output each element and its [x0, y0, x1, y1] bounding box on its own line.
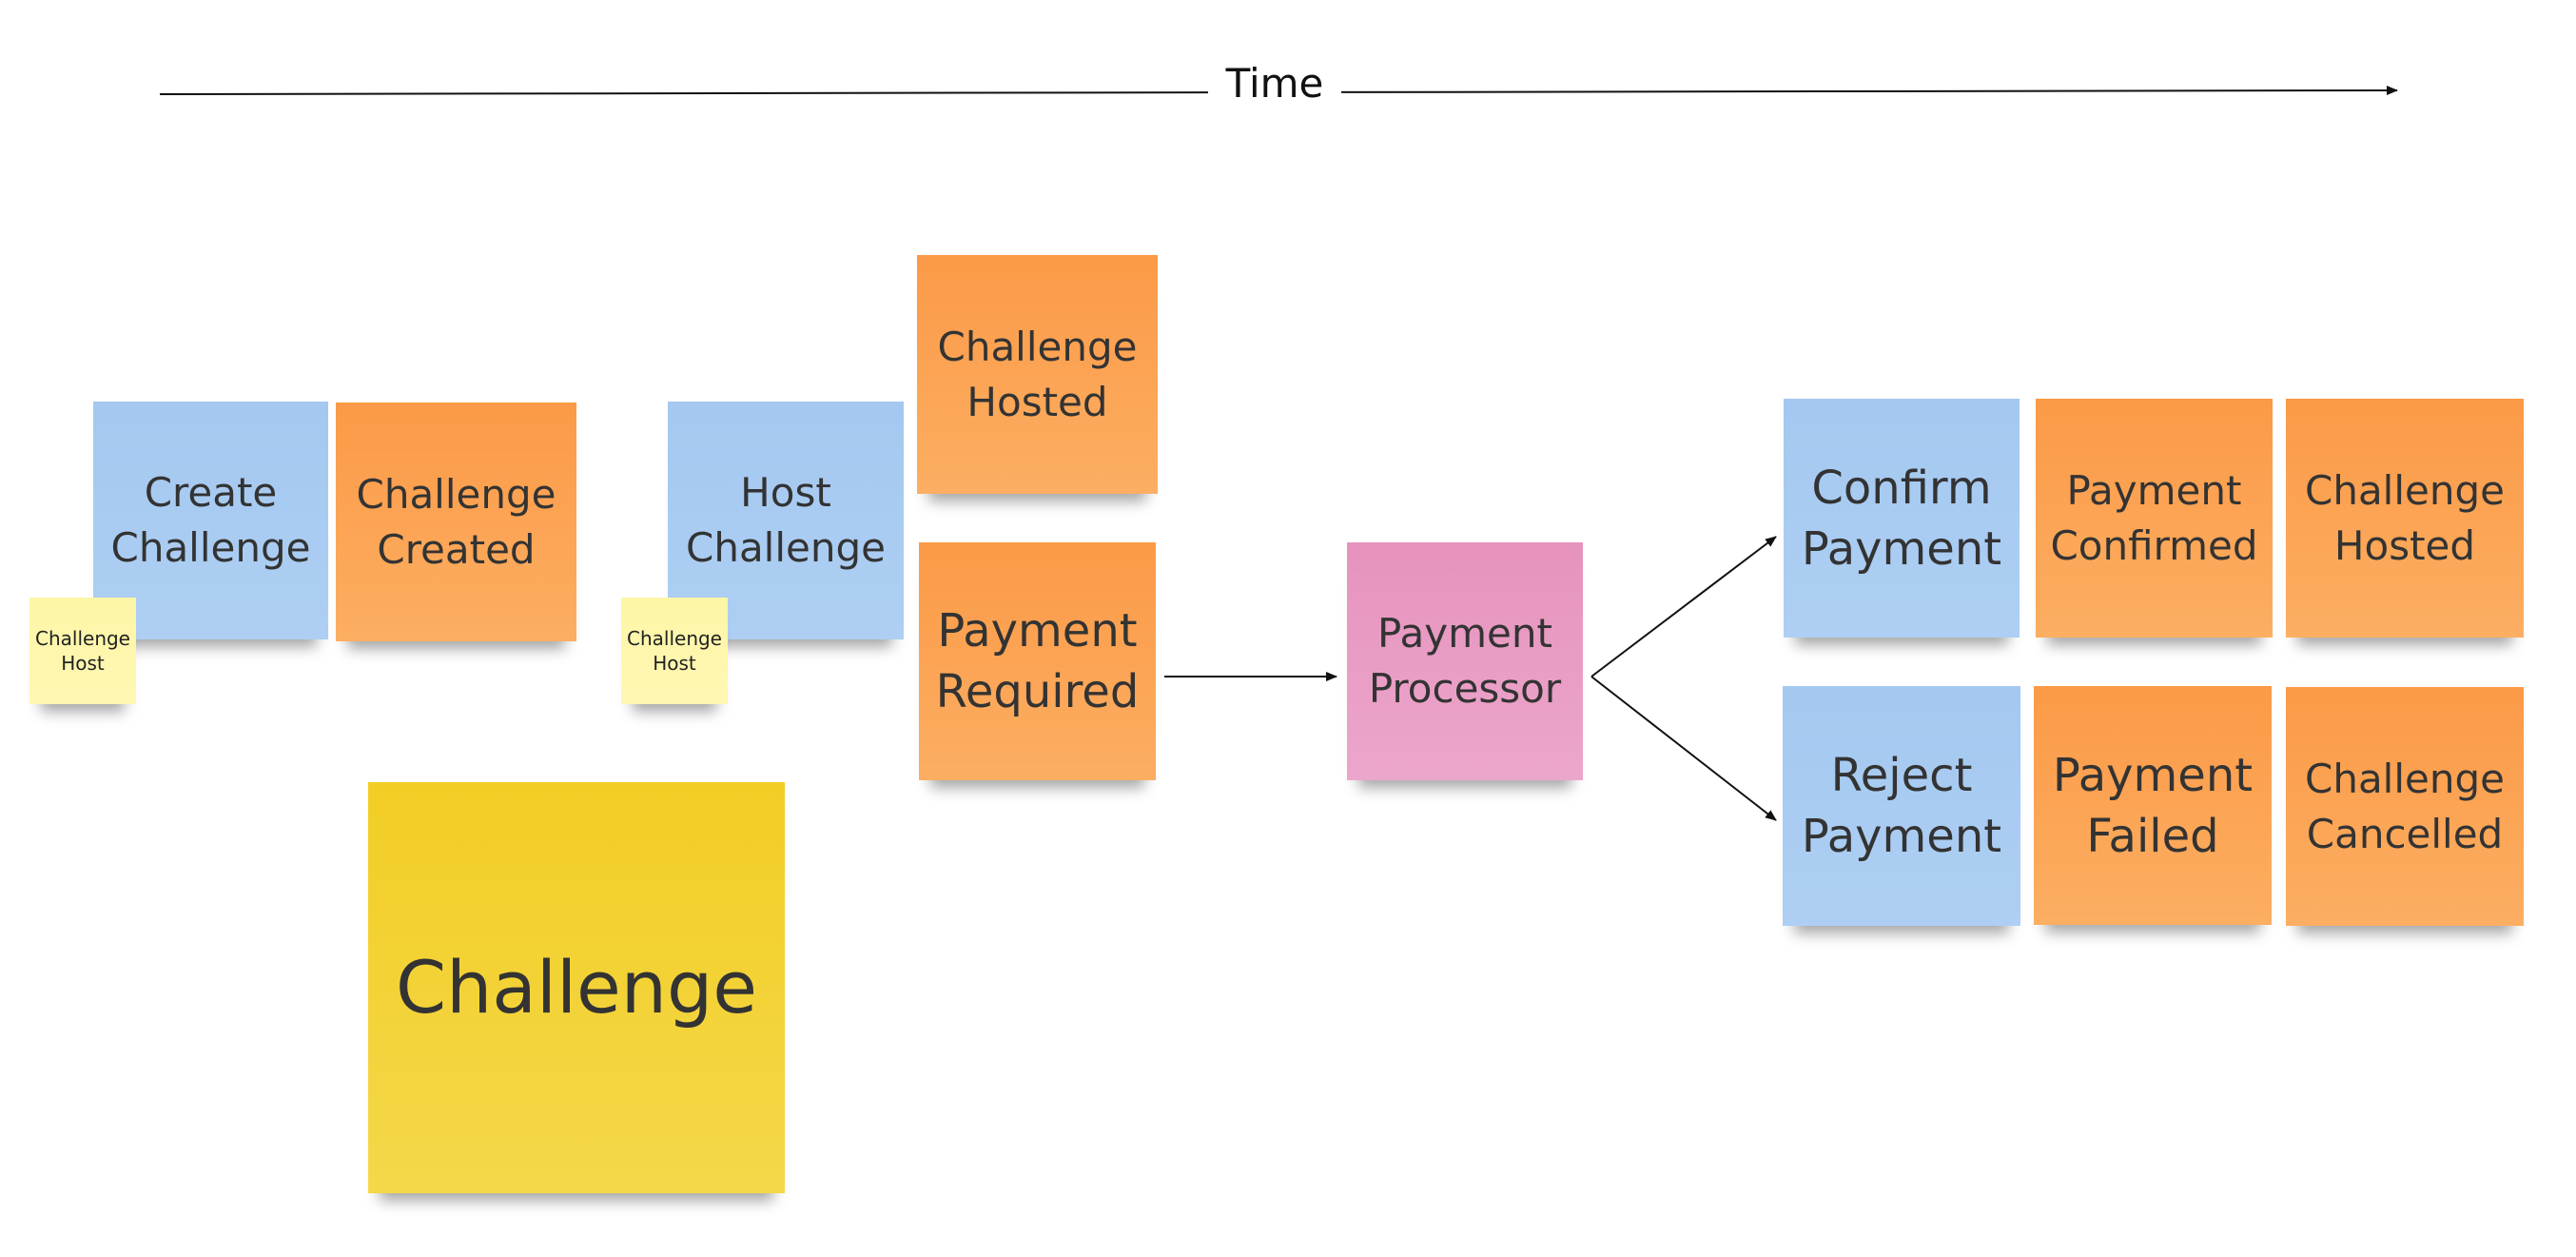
note-text: Challenge Hosted — [2305, 466, 2505, 569]
command-note-create-challenge[interactable]: Create Challenge — [93, 402, 328, 639]
note-text: Challenge Cancelled — [2305, 755, 2505, 857]
note-text: Payment Failed — [2052, 748, 2254, 863]
note-text: Challenge — [396, 945, 757, 1030]
event-note-payment-failed[interactable]: Payment Failed — [2034, 686, 2272, 925]
note-text: Create Challenge — [110, 469, 311, 571]
note-text: Payment Processor — [1368, 610, 1562, 712]
note-text: Confirm Payment — [1801, 461, 2002, 576]
note-text: Payment Required — [935, 604, 1140, 718]
note-text: Challenge Host — [627, 627, 722, 675]
note-text: Host Challenge — [686, 469, 886, 571]
timeline-label: Time — [1208, 55, 1341, 112]
actor-note-challenge-host-2[interactable]: Challenge Host — [621, 598, 728, 704]
policy-note-payment-processor[interactable]: Payment Processor — [1347, 542, 1583, 780]
note-text: Payment Confirmed — [2050, 466, 2258, 569]
arrow-processor-to-reject — [1590, 676, 1777, 821]
note-text: Reject Payment — [1801, 749, 2002, 863]
event-note-challenge-hosted-right[interactable]: Challenge Hosted — [2286, 399, 2524, 638]
event-note-challenge-cancelled[interactable]: Challenge Cancelled — [2286, 687, 2524, 926]
event-note-challenge-created[interactable]: Challenge Created — [336, 403, 576, 641]
event-note-payment-confirmed[interactable]: Payment Confirmed — [2036, 399, 2273, 638]
event-note-challenge-hosted-top[interactable]: Challenge Hosted — [917, 255, 1158, 494]
command-note-confirm-payment[interactable]: Confirm Payment — [1784, 399, 2020, 638]
note-text: Challenge Created — [356, 470, 556, 573]
aggregate-note-challenge[interactable]: Challenge — [368, 782, 785, 1193]
command-note-reject-payment[interactable]: Reject Payment — [1783, 686, 2020, 926]
arrow-processor-to-confirm — [1590, 536, 1777, 678]
note-text: Challenge Host — [35, 627, 130, 675]
event-note-payment-required[interactable]: Payment Required — [919, 542, 1156, 780]
note-text: Challenge Hosted — [937, 323, 1138, 425]
actor-note-challenge-host-1[interactable]: Challenge Host — [29, 598, 136, 704]
